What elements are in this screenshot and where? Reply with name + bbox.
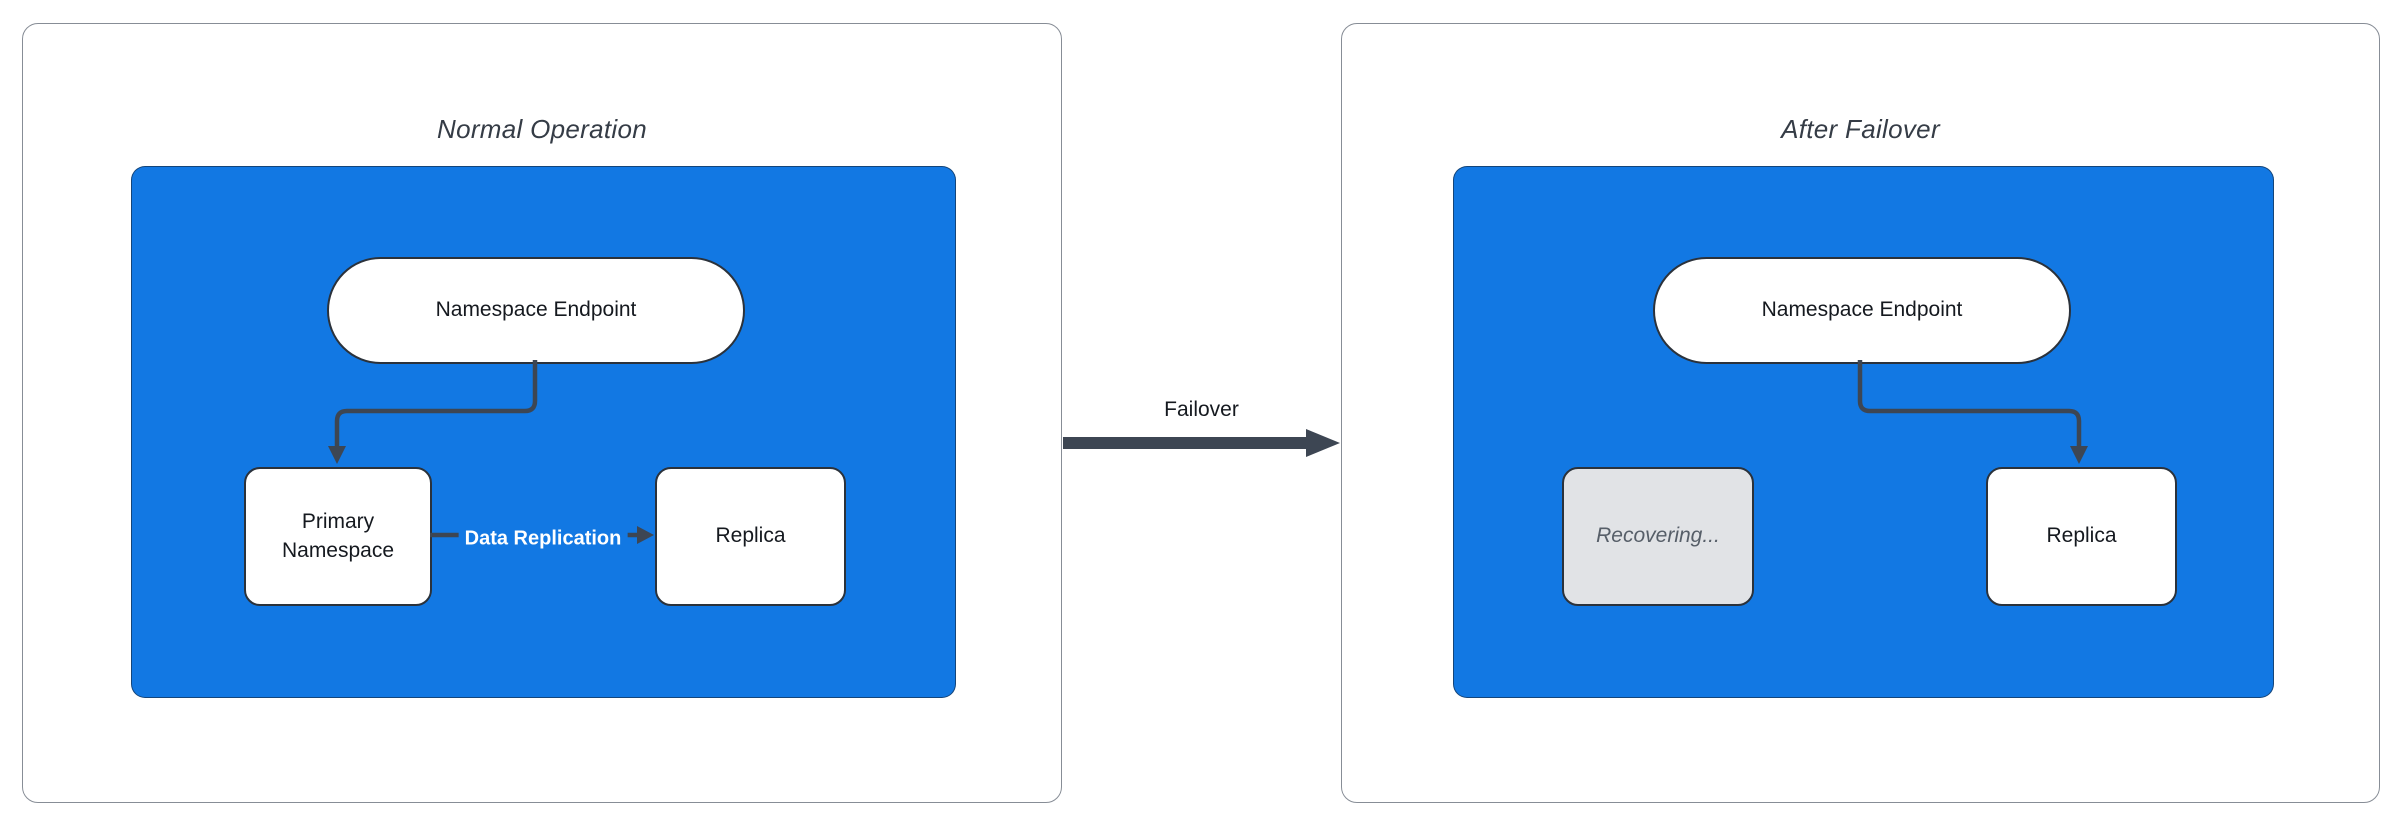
- primary-namespace-label: Primary Namespace: [281, 510, 395, 562]
- recovering-node: Recovering...: [1562, 467, 1754, 606]
- panel-title-normal-operation: Normal Operation: [437, 114, 647, 144]
- replica-node-failover: Replica: [1986, 467, 2177, 606]
- recovering-label: Recovering...: [1596, 524, 1720, 548]
- data-replication-label: Data Replication: [458, 525, 628, 553]
- namespace-endpoint-node-failover: Namespace Endpoint: [1653, 257, 2071, 364]
- namespace-endpoint-label: Namespace Endpoint: [435, 298, 637, 322]
- cluster-box-normal: Namespace Endpoint Primary Namespace Rep…: [131, 166, 956, 698]
- namespace-endpoint-label-failover: Namespace Endpoint: [1761, 298, 1963, 322]
- failover-label: Failover: [1164, 398, 1239, 421]
- failover-arrowhead: [1306, 429, 1340, 457]
- primary-namespace-node: Primary Namespace: [244, 467, 432, 606]
- replica-node-normal: Replica: [655, 467, 846, 606]
- panel-title-after-failover: After Failover: [1781, 114, 1940, 144]
- namespace-endpoint-node: Namespace Endpoint: [327, 257, 745, 364]
- cluster-box-failover: Namespace Endpoint Recovering... Replica: [1453, 166, 2274, 698]
- replica-label: Replica: [715, 524, 786, 548]
- after-failover-panel: After Failover Namespace Endpoint Recove…: [1341, 23, 2380, 803]
- replica-label-failover: Replica: [2046, 524, 2117, 548]
- normal-operation-panel: Normal Operation Namespace Endpoint Prim…: [22, 23, 1062, 803]
